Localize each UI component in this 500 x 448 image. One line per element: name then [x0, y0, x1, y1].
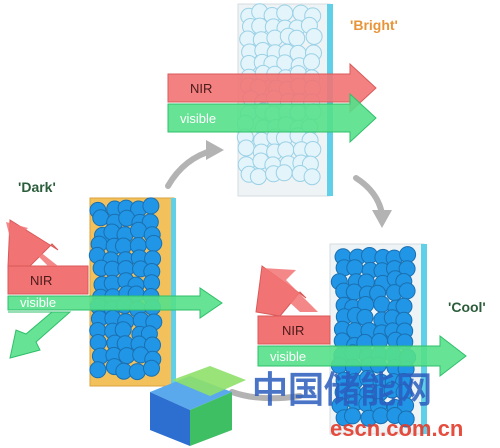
watermark-chinese-text: 中国储能网	[252, 370, 432, 411]
bright-particle-71	[304, 141, 322, 158]
cool-particle-5	[399, 246, 417, 264]
cube-icon	[150, 366, 246, 446]
bright-visible-label: visible	[180, 111, 216, 126]
cool-to-dark-arrow	[229, 389, 303, 402]
dark-visible-arrow: visible	[7, 287, 223, 359]
cool-state-label: 'Cool'	[448, 299, 486, 315]
cool-nir-arrow: NIR	[255, 265, 331, 345]
bright-state: NIR visible 'Bright'	[167, 3, 398, 197]
bright-particle-69	[277, 141, 295, 159]
dark-visible-label: visible	[20, 295, 56, 310]
cool-electrode	[421, 244, 427, 434]
cool-state: NIR visible 'Cool'	[255, 243, 486, 435]
bright-particle-3	[276, 4, 294, 22]
watermark-url-text: escn.com.cn	[330, 416, 463, 441]
dark-particle-4	[142, 197, 160, 215]
bright-particle-83	[303, 168, 321, 186]
dark-state-label: 'Dark'	[18, 179, 56, 195]
bright-particle-66	[237, 139, 255, 157]
cool-visible-arrow: visible	[257, 334, 467, 378]
bright-particle-16	[288, 29, 306, 47]
dark-particle-68	[128, 363, 146, 381]
bright-visible-arrow: visible	[167, 92, 377, 144]
cycle-arrows	[165, 140, 392, 402]
dark-electrode	[171, 198, 176, 386]
bright-state-label: 'Bright'	[350, 17, 398, 33]
bright-particle-81	[275, 164, 293, 182]
bright-nir-arrow: NIR	[167, 62, 377, 114]
cool-particle-83	[397, 410, 415, 428]
dark-particle-65	[89, 361, 107, 379]
cool-particles	[330, 246, 417, 428]
dark-particles	[88, 197, 163, 381]
dark-nir-arrow: NIR	[6, 219, 89, 295]
cool-nir-label: NIR	[282, 323, 304, 338]
bright-particle-17	[305, 28, 323, 45]
cool-visible-label: visible	[270, 349, 306, 364]
bright-to-cool-arrow	[353, 175, 385, 217]
watermark-logo: 中国储能网 escn.com.cn	[150, 366, 463, 446]
bright-particle-29	[303, 53, 320, 71]
dark-nir-label: NIR	[30, 273, 52, 288]
dark-particle-69	[143, 359, 160, 377]
cool-particle-27	[373, 295, 391, 313]
dark-state: NIR visible 'Dark'	[6, 179, 223, 387]
cool-particle-7	[346, 259, 364, 277]
bright-nir-label: NIR	[190, 81, 212, 96]
dark-particle-19	[145, 234, 163, 252]
cool-particle-23	[398, 282, 416, 300]
cool-particle-79	[344, 407, 361, 425]
bright-particle-79	[249, 168, 267, 186]
